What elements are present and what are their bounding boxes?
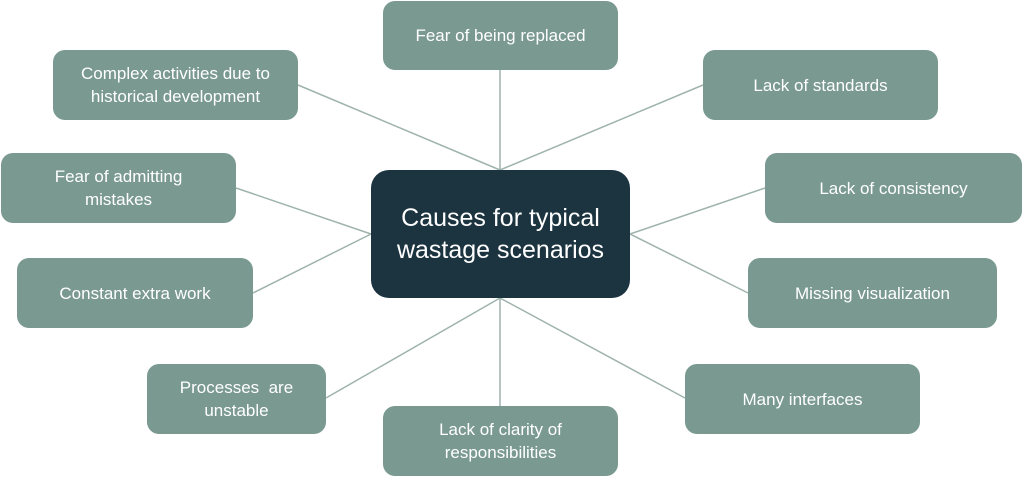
node-fear-of-admitting-mistakes: Fear of admitting mistakes [1, 153, 236, 223]
node-many-interfaces: Many interfaces [685, 364, 920, 434]
node-missing-visualization: Missing visualization [748, 258, 997, 328]
connector-many-interfaces [499, 297, 686, 399]
node-lack-of-consistency: Lack of consistency [765, 153, 1022, 223]
connector-fear-admitting [235, 187, 372, 235]
connector-lack-standards [499, 84, 704, 171]
connector-lack-consistency [629, 187, 766, 235]
node-fear-of-being-replaced: Fear of being replaced [383, 1, 618, 70]
connector-processes-unstable [325, 297, 501, 399]
node-processes-are-unstable: Processes are unstable [147, 364, 326, 434]
node-complex-activities: Complex activities due to historical dev… [53, 50, 298, 120]
connector-constant-extra-work [252, 233, 372, 294]
node-lack-of-standards: Lack of standards [703, 50, 938, 120]
central-topic: Causes for typical wastage scenarios [371, 170, 630, 298]
node-constant-extra-work: Constant extra work [17, 258, 253, 328]
node-lack-of-clarity-of-responsibilities: Lack of clarity of responsibilities [383, 406, 618, 476]
connector-complex-activities [297, 84, 501, 171]
connector-missing-visualization [629, 233, 749, 294]
